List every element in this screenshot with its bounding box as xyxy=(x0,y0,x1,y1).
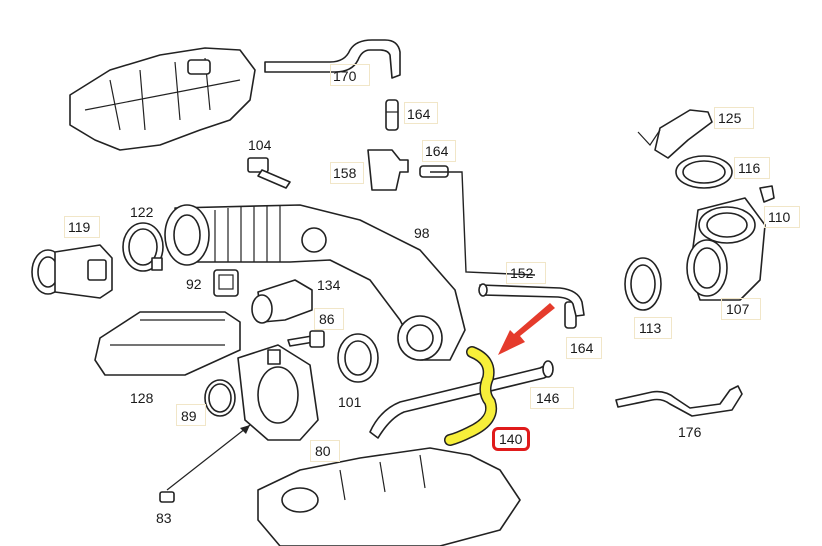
label-box-164b xyxy=(422,140,456,162)
gasket-89-part xyxy=(204,379,236,417)
part-label-140: 140 xyxy=(499,431,523,447)
part-label-158: 158 xyxy=(333,165,357,181)
hose-152-part xyxy=(478,283,585,317)
label-box-164a xyxy=(404,102,438,124)
hose-170-part xyxy=(264,39,401,79)
part-label-134: 134 xyxy=(317,277,341,293)
label-box-146 xyxy=(530,387,574,409)
label-box-152 xyxy=(506,262,546,284)
red-pointer-arrow-icon xyxy=(498,303,555,355)
part-label-152: 152 xyxy=(510,265,534,281)
label-box-116 xyxy=(734,157,770,179)
throttle-body-80-part xyxy=(237,344,319,441)
hose-146-part xyxy=(369,360,554,439)
clamp-125-part xyxy=(637,109,713,159)
air-filter-128-part xyxy=(94,311,241,376)
part-label-116: 116 xyxy=(738,160,761,176)
clamp-101-part xyxy=(337,333,379,383)
part-label-101: 101 xyxy=(338,394,362,410)
tee-158-part xyxy=(367,149,409,191)
bolt-86-part xyxy=(287,330,325,348)
screw-83-part xyxy=(159,424,251,503)
part-label-89: 89 xyxy=(181,408,197,424)
intake-housing-107-part xyxy=(686,197,766,301)
sensor-92-part xyxy=(213,269,239,297)
part-label-125: 125 xyxy=(718,110,742,126)
part-label-110: 110 xyxy=(768,209,791,225)
part-label-122: 122 xyxy=(130,204,154,220)
hose-134-part xyxy=(251,279,313,324)
label-box-119 xyxy=(64,216,100,238)
part-label-80: 80 xyxy=(315,443,331,459)
clip-110-part xyxy=(759,185,775,203)
hose-140-highlighted-part xyxy=(444,346,497,446)
intake-manifold-part xyxy=(69,47,256,151)
label-box-110 xyxy=(764,206,800,228)
part-label-92: 92 xyxy=(186,276,202,292)
label-box-158 xyxy=(330,162,364,184)
pipe-176-part xyxy=(615,385,743,417)
label-box-164c xyxy=(566,337,602,359)
label-box-113 xyxy=(634,317,672,339)
part-label-119: 119 xyxy=(68,219,91,235)
intake-duct-98-part xyxy=(164,204,466,361)
part-label-164b: 164 xyxy=(425,143,449,159)
label-box-80 xyxy=(310,440,340,462)
label-box-89 xyxy=(176,404,206,426)
clamp-116-part xyxy=(675,155,733,189)
part-label-164c: 164 xyxy=(570,340,594,356)
leader-lines xyxy=(430,171,536,276)
part-label-83: 83 xyxy=(156,510,172,526)
highlight-callout-140 xyxy=(492,427,530,451)
clamp-113-part xyxy=(624,257,662,311)
part-label-128: 128 xyxy=(130,390,154,406)
bolt-104-part xyxy=(247,157,291,189)
part-label-107: 107 xyxy=(726,301,750,317)
part-label-176: 176 xyxy=(678,424,702,440)
part-label-98: 98 xyxy=(414,225,430,241)
fitting-164a-part xyxy=(385,99,399,131)
label-box-86 xyxy=(314,308,344,330)
label-box-170 xyxy=(330,64,370,86)
label-box-107 xyxy=(721,298,761,320)
label-box-125 xyxy=(714,107,754,129)
air-mass-sensor-119-part xyxy=(31,244,113,299)
part-label-86: 86 xyxy=(319,311,335,327)
clamp-122-part xyxy=(122,222,164,272)
cylinder-head-part xyxy=(257,447,521,546)
part-label-170: 170 xyxy=(333,68,357,84)
part-label-164a: 164 xyxy=(407,106,431,122)
part-label-113: 113 xyxy=(639,320,662,336)
part-label-146: 146 xyxy=(536,390,560,406)
part-label-104: 104 xyxy=(248,137,272,153)
